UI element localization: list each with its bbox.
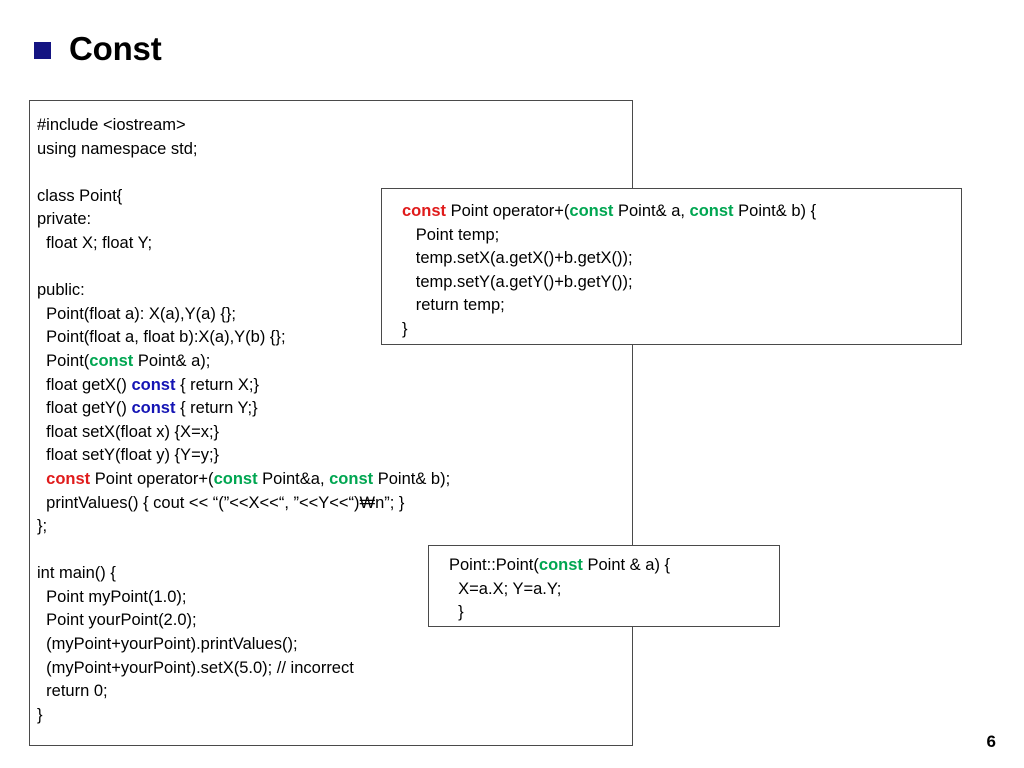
page-number: 6 [986,732,996,751]
callout-copy-constructor: Point::Point(const Point & a) { X=a.X; Y… [428,545,780,627]
callout-operator-plus: const Point operator+(const Point& a, co… [381,188,962,345]
page-title: Const [34,32,162,65]
callout-copy-constructor-text: Point::Point(const Point & a) { X=a.X; Y… [449,556,671,622]
bullet-square-icon [34,42,51,59]
callout-operator-plus-text: const Point operator+(const Point& a, co… [402,202,817,338]
page-title-text: Const [69,30,162,67]
main-code-text: #include <iostream> using namespace std;… [37,116,451,724]
